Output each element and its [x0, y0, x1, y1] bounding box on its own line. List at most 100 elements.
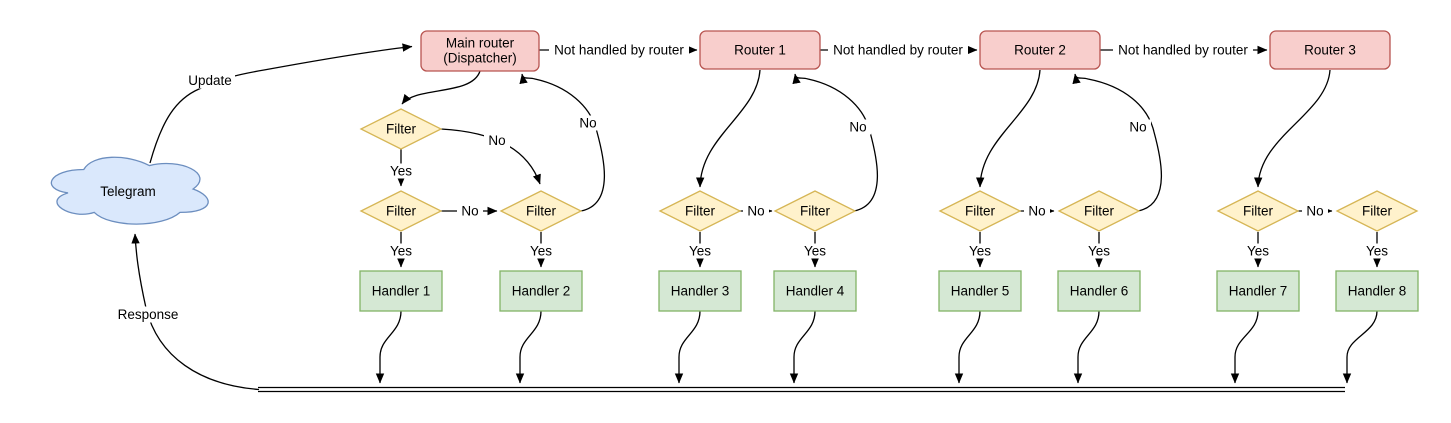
label-bg	[801, 243, 829, 259]
handler-3-label: Handler 3	[671, 284, 730, 299]
yes-label-filter2: Yes	[530, 244, 552, 259]
no-label-filter0: No	[488, 133, 505, 148]
not-handled-label-2: Not handled by router	[833, 43, 963, 58]
cloud-node	[50, 156, 209, 225]
label-bg	[111, 306, 185, 323]
label-bg	[575, 115, 601, 131]
cloud-label: Telegram	[100, 184, 156, 199]
filter8-label: Filter	[1362, 204, 1393, 219]
filter4-label: Filter	[800, 204, 831, 219]
edge-update	[149, 43, 413, 164]
label-bg	[1363, 243, 1391, 259]
filter2-label: Filter	[526, 204, 557, 219]
router-2-node	[979, 30, 1101, 70]
router-3-node	[1269, 30, 1391, 70]
edge-handler1-out	[375, 310, 402, 384]
no-label-filter4-return: No	[849, 120, 866, 135]
edge-handler5-out	[954, 310, 981, 384]
handler-1-label: Handler 1	[372, 284, 431, 299]
main-router-node	[420, 30, 540, 72]
diagram-texts: Telegram Main router (Dispatcher) Router…	[100, 36, 1406, 323]
handler-4-label: Handler 4	[786, 284, 845, 299]
no-label-filter3: No	[747, 204, 764, 219]
handler-5-node	[938, 270, 1022, 312]
filter7-diamond	[1216, 190, 1300, 232]
response-edge-label: Response	[118, 307, 179, 322]
edge-filter2-no-return	[519, 73, 606, 212]
edge-handler7-out	[1230, 310, 1259, 384]
filter1-label: Filter	[386, 204, 417, 219]
label-bg	[1113, 42, 1253, 58]
filter6-label: Filter	[1084, 204, 1115, 219]
yes-label-filter8: Yes	[1366, 244, 1388, 259]
label-bg	[1024, 203, 1050, 219]
not-handled-label-1: Not handled by router	[554, 43, 684, 58]
edge-handler6-out	[1073, 310, 1100, 384]
label-bg	[387, 163, 415, 179]
handler-2-label: Handler 2	[512, 284, 571, 299]
router-2-label: Router 2	[1014, 43, 1066, 58]
handler-3-node	[658, 270, 742, 312]
edge-dispatcher-to-filter0	[401, 70, 481, 105]
label-bg	[1085, 243, 1113, 259]
router-1-node	[699, 30, 821, 70]
filter1-diamond	[359, 190, 443, 232]
no-label-filter2-return: No	[579, 116, 596, 131]
label-bg	[1125, 119, 1151, 135]
edge-router2-to-filter5	[975, 69, 1041, 188]
no-label-filter6-return: No	[1129, 120, 1146, 135]
label-bg	[387, 243, 415, 259]
filter0-diamond	[359, 108, 443, 150]
edge-filter6-no-return	[1072, 73, 1163, 212]
filter3-diamond	[658, 190, 742, 232]
filter-nodes	[359, 108, 1419, 232]
handler-6-label: Handler 6	[1070, 284, 1129, 299]
filter5-label: Filter	[965, 204, 996, 219]
label-bg	[966, 243, 994, 259]
handler-7-label: Handler 7	[1229, 284, 1288, 299]
label-bg	[1244, 243, 1272, 259]
no-label-filter7: No	[1306, 204, 1323, 219]
edge-router1-to-filter3	[695, 69, 761, 188]
filter2-diamond	[499, 190, 583, 232]
telegram-cloud-shape	[50, 156, 209, 225]
handler-2-node	[499, 270, 583, 312]
handler-8-label: Handler 8	[1348, 284, 1407, 299]
edges	[131, 43, 1382, 393]
yes-label-filter3: Yes	[689, 244, 711, 259]
handler-4-node	[773, 270, 857, 312]
edge-handler3-out	[674, 310, 701, 384]
not-handled-label-3: Not handled by router	[1118, 43, 1248, 58]
yes-label-filter4: Yes	[804, 244, 826, 259]
handler-6-node	[1057, 270, 1141, 312]
filter7-label: Filter	[1243, 204, 1274, 219]
filter6-diamond	[1057, 190, 1141, 232]
router-3-label: Router 3	[1304, 43, 1356, 58]
handler-1-node	[359, 270, 443, 312]
yes-label-filter6: Yes	[1088, 244, 1110, 259]
yes-label-filter1: Yes	[390, 244, 412, 259]
label-bg	[686, 243, 714, 259]
router-1-label: Router 1	[734, 43, 786, 58]
handler-5-label: Handler 5	[951, 284, 1010, 299]
yes-label-filter7: Yes	[1247, 244, 1269, 259]
edge-handler4-out	[789, 310, 816, 384]
label-bg	[828, 42, 968, 58]
main-router-label: Main router	[446, 36, 515, 51]
label-bg	[185, 72, 235, 89]
label-bg	[527, 243, 555, 259]
label-bg	[549, 42, 689, 58]
label-bg	[484, 133, 510, 148]
handler-8-node	[1335, 270, 1419, 312]
edge-handler8-out	[1342, 310, 1378, 384]
label-bg	[743, 203, 769, 219]
edge-router3-to-filter7	[1254, 69, 1331, 188]
main-router-sublabel: (Dispatcher)	[443, 51, 517, 66]
edge-filter4-no-return	[792, 73, 879, 212]
filter4-diamond	[773, 190, 857, 232]
update-edge-label: Update	[188, 73, 232, 88]
no-label-filter5: No	[1028, 204, 1045, 219]
no-label-filter1: No	[461, 204, 478, 219]
handler-nodes	[359, 270, 1419, 312]
